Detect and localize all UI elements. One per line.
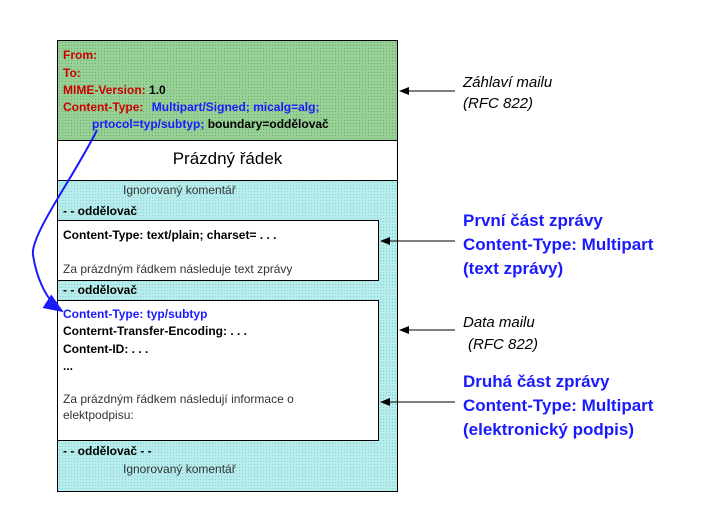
part1-content-type: Content-Type: text/plain; charset= . . . <box>63 228 277 242</box>
mime-label: MIME-Version: <box>63 83 146 97</box>
header-to: To: <box>63 66 81 80</box>
data-label-rfc: (RFC 822) <box>468 336 539 353</box>
part2-encoding: Conternt-Transfer-Encoding: . . . <box>63 324 248 338</box>
header-mime-version: MIME-Version: 1.0 <box>63 83 166 97</box>
data-label-title: Data mailu <box>463 314 535 331</box>
second-part-box <box>57 300 379 441</box>
separator-1: - - oddělovač <box>63 204 138 218</box>
separator-end: - - oddělovač - - <box>63 444 152 458</box>
part1-label-title: První část zprávy <box>463 211 603 230</box>
part1-text: Za prázdným řádkem následuje text zprávy <box>63 262 293 276</box>
part1-label-ct: Content-Type: Multipart <box>463 235 654 254</box>
boundary-text: boundary=oddělovač <box>207 117 329 131</box>
ignored-comment-bottom: Ignorovaný komentář <box>123 462 236 476</box>
ct-label: Content-Type: <box>63 100 144 114</box>
part2-label-desc: (elektronický podpis) <box>463 420 634 439</box>
protocol-link-arrow <box>31 129 98 313</box>
header-content-type: Content-Type: Multipart/Signed; micalg=a… <box>63 100 319 114</box>
part2-label-ct: Content-Type: Multipart <box>463 396 654 415</box>
header-label-rfc: (RFC 822) <box>463 95 534 112</box>
separator-2: - - oddělovač <box>63 283 138 297</box>
first-part-box <box>57 220 379 281</box>
protocol-text: prtocol=typ/subtyp; <box>92 117 205 131</box>
mail-header-block <box>57 40 398 141</box>
blank-line-label: Prázdný řádek <box>172 149 283 168</box>
part2-text-1: Za prázdným řádkem následují informace o <box>63 392 294 406</box>
part2-label-title: Druhá část zprávy <box>463 372 610 391</box>
ct-value: Multipart/Signed; micalg=alg; <box>151 100 320 114</box>
part1-label-desc: (text zprávy) <box>463 259 564 278</box>
mime-value: 1.0 <box>149 83 166 97</box>
part2-content-type: Content-Type: typ/subtyp <box>63 307 208 321</box>
part2-content-id: Content-ID: . . . <box>63 342 149 356</box>
part2-text-2: elektpodpisu: <box>63 408 134 422</box>
header-from: From: <box>63 48 97 62</box>
part2-dots: ... <box>63 359 74 373</box>
header-label-title: Záhlaví mailu <box>463 74 553 91</box>
ignored-comment-top: Ignorovaný komentář <box>123 183 236 197</box>
header-protocol-line: prtocol=typ/subtyp; boundary=oddělovač <box>92 117 329 131</box>
